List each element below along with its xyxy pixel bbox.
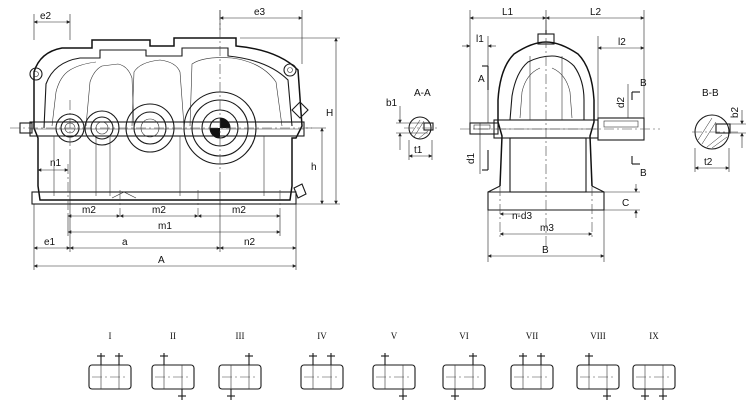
assembly-form-5: V	[372, 331, 416, 400]
label-m2-left: m2	[82, 205, 96, 216]
assembly-form-box	[300, 364, 344, 390]
assembly-form-2: II	[151, 331, 195, 400]
label-A: A	[158, 255, 165, 266]
assembly-form-box	[218, 364, 262, 390]
assembly-form-1: I	[88, 331, 132, 390]
assembly-form-4: IV	[300, 331, 344, 390]
assembly-form-box	[151, 364, 195, 390]
section-bb-title: B-B	[702, 88, 719, 99]
assembly-form-label: III	[236, 331, 245, 341]
label-t2: t2	[704, 157, 713, 168]
label-b1: b1	[386, 98, 398, 109]
assembly-form-label: IX	[649, 331, 659, 341]
assembly-form-label: I	[109, 331, 112, 341]
assembly-form-box	[88, 364, 132, 390]
assembly-form-3: III	[218, 331, 262, 400]
label-l1: l1	[476, 34, 484, 45]
lifting-lug-right	[283, 63, 297, 77]
label-n2: n2	[244, 237, 256, 248]
label-h: h	[311, 162, 317, 173]
label-m3: m3	[540, 223, 554, 234]
label-e2: e2	[40, 11, 52, 22]
assembly-form-9: IX	[632, 331, 676, 400]
assembly-form-label: VI	[459, 331, 469, 341]
label-e1: e1	[44, 237, 56, 248]
assembly-form-box	[632, 364, 676, 390]
label-l2: l2	[618, 37, 626, 48]
label-L2: L2	[590, 7, 602, 18]
label-n-d3: n-d3	[512, 211, 532, 222]
lifting-lug-left	[29, 67, 43, 81]
assembly-form-box	[442, 364, 486, 390]
label-d1: d1	[466, 152, 477, 164]
label-L1: L1	[502, 7, 514, 18]
assembly-form-label: VII	[526, 331, 539, 341]
assembly-form-label: IV	[317, 331, 327, 341]
front-view: e2 e3 H h n1 m2 m2 m2 m1	[10, 7, 340, 270]
assembly-form-label: V	[391, 331, 398, 341]
assembly-form-7: VII	[510, 331, 554, 390]
label-a: a	[122, 237, 128, 248]
section-aa: A-A b1 t1	[386, 88, 440, 160]
label-t1: t1	[414, 145, 423, 156]
assembly-form-box	[510, 364, 554, 390]
label-b2: b2	[730, 106, 741, 118]
assembly-form-6: VI	[442, 331, 486, 400]
base-foot	[31, 191, 297, 205]
label-section-B-top: B	[640, 78, 647, 89]
assembly-form-box	[576, 364, 620, 390]
side-view: L1 L2 l1 l2 A B B d1 d2 C	[460, 7, 660, 262]
assembly-form-box	[372, 364, 416, 390]
housing-outline	[33, 37, 303, 201]
label-m1: m1	[158, 221, 172, 232]
label-n1: n1	[50, 158, 62, 169]
label-C: C	[622, 198, 629, 209]
label-B: B	[542, 245, 549, 256]
label-section-B-bottom: B	[640, 168, 647, 179]
label-m2-mid: m2	[152, 205, 166, 216]
label-m2-right: m2	[232, 205, 246, 216]
input-shaft	[469, 122, 499, 135]
assembly-form-8: VIII	[576, 331, 620, 400]
section-aa-title: A-A	[414, 88, 431, 99]
label-section-A: A	[478, 74, 485, 85]
section-bb: B-B b2 t2	[692, 88, 746, 172]
label-H: H	[326, 108, 333, 119]
assembly-form-label: II	[170, 331, 176, 341]
label-e3: e3	[254, 7, 266, 18]
label-d2: d2	[616, 96, 627, 108]
assembly-form-label: VIII	[590, 331, 606, 341]
